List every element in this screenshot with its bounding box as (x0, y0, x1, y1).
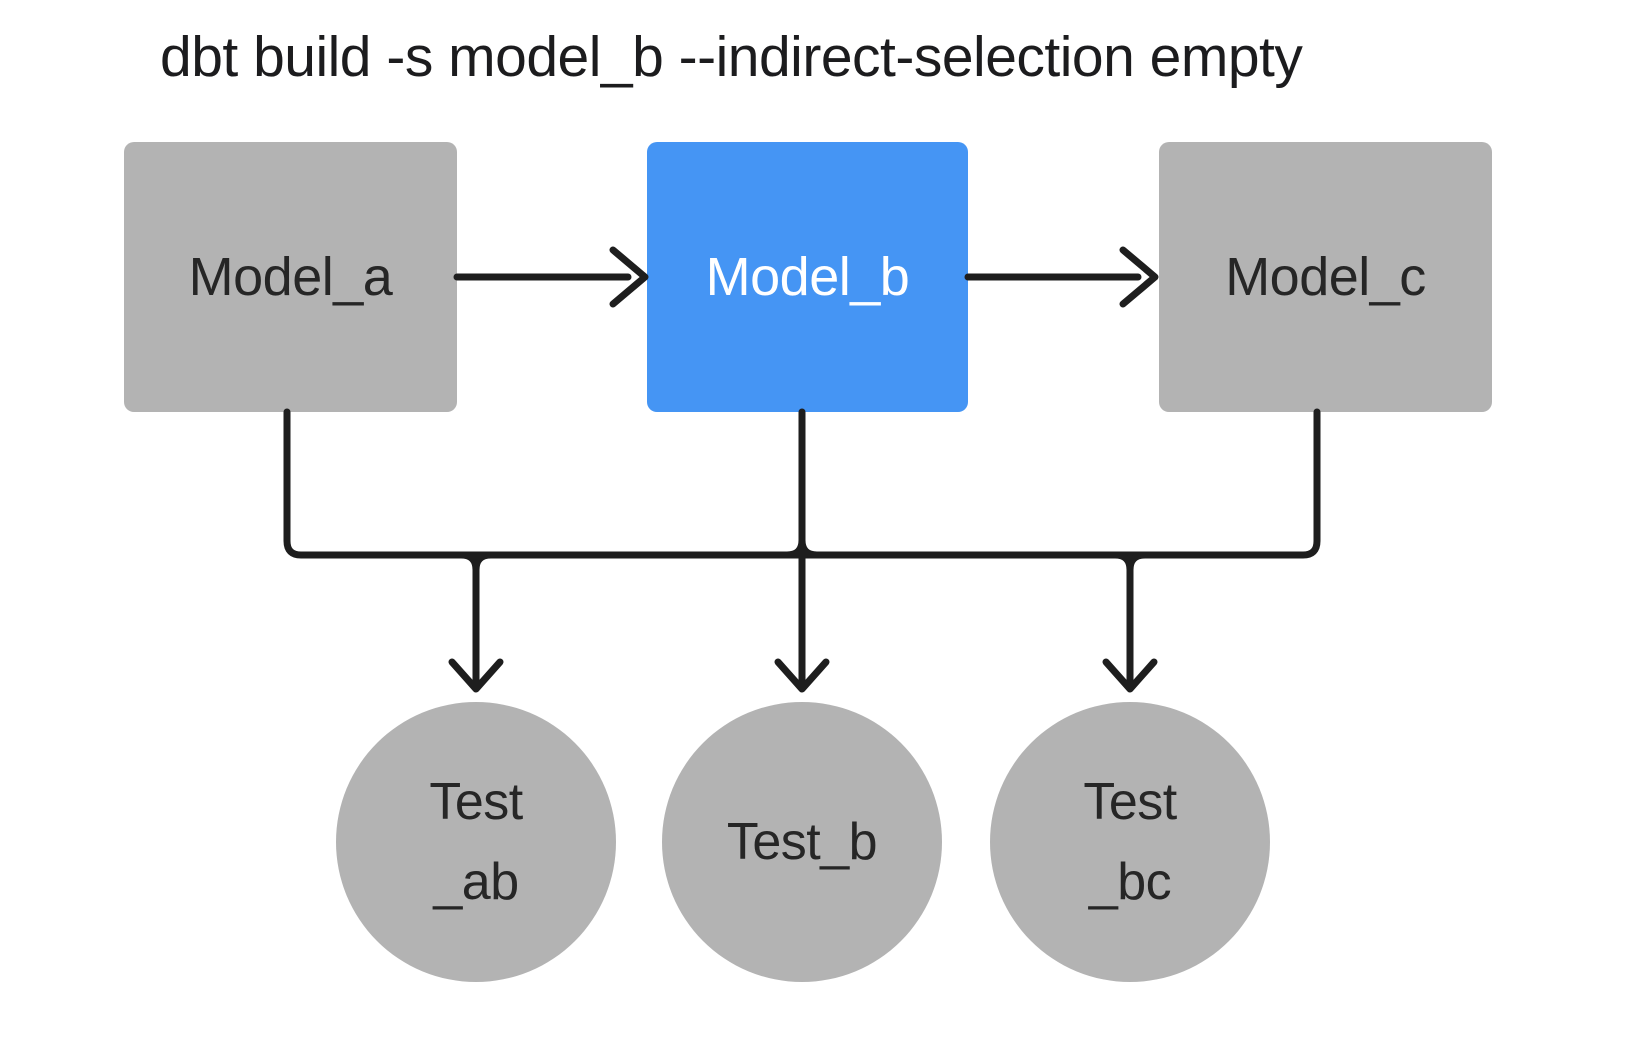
node-test-b: Test_b (662, 702, 942, 982)
edge-model-b-to-model-c (964, 246, 1159, 308)
edge-model-a-to-model-b (453, 246, 649, 308)
edge-bus-to-test-bc (1102, 551, 1158, 693)
node-model-c-label: Model_c (1225, 247, 1426, 307)
node-test-ab-label-line1: Test (429, 773, 523, 831)
node-test-ab: Test _ab (336, 702, 616, 982)
node-test-bc-label-line2: _bc (1088, 853, 1172, 911)
node-model-c: Model_c (1159, 142, 1492, 412)
edge-model-b-to-test-b (774, 408, 830, 693)
node-model-a-label: Model_a (188, 247, 393, 307)
node-test-ab-label-line2: _ab (433, 853, 519, 911)
node-test-b-label-line1: Test_b (726, 813, 878, 871)
node-test-bc: Test _bc (990, 702, 1270, 982)
diagram-title: dbt build -s model_b --indirect-selectio… (160, 25, 1303, 89)
node-model-a: Model_a (124, 142, 457, 412)
connector-bus (283, 408, 1321, 559)
node-model-b-label: Model_b (705, 247, 910, 307)
edge-bus-to-test-ab (448, 551, 504, 693)
node-test-bc-label-line1: Test (1083, 773, 1177, 831)
node-model-b-selected: Model_b (647, 142, 968, 412)
